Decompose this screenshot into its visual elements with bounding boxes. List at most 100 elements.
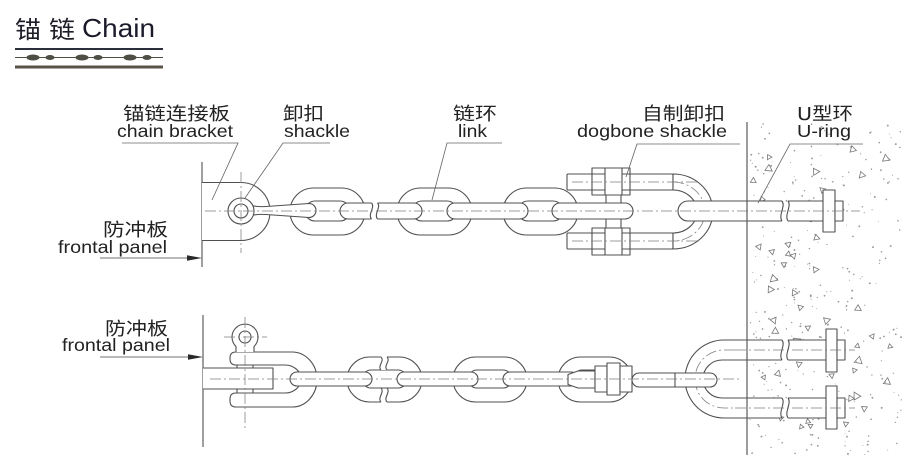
break-mark xyxy=(379,387,389,403)
bottom-diagram: 防冲板 frontal panel xyxy=(62,315,855,447)
concrete-aggregate-icon xyxy=(768,249,775,256)
concrete-speckle xyxy=(779,381,782,384)
concrete-speckle xyxy=(859,153,862,155)
concrete-speckle xyxy=(845,306,847,308)
concrete-speckle xyxy=(843,184,845,187)
nut-body xyxy=(591,227,631,256)
concrete-speckle xyxy=(842,175,844,178)
concrete-speckle xyxy=(760,126,763,128)
dogbone-upper-nut xyxy=(591,167,631,196)
concrete-speckle xyxy=(875,282,877,284)
concrete-speckle xyxy=(898,229,901,231)
chain-bead-icon xyxy=(142,55,152,60)
concrete-speckle xyxy=(806,263,809,265)
concrete-speckle xyxy=(803,190,806,192)
concrete-speckle xyxy=(846,435,848,438)
label-shackle-en: shackle xyxy=(284,121,350,141)
concrete-speckle xyxy=(870,193,871,195)
concrete-speckle xyxy=(881,377,884,380)
concrete-speckle xyxy=(900,409,902,411)
concrete-speckle xyxy=(759,337,762,339)
concrete-speckle xyxy=(801,195,804,197)
concrete-speckle xyxy=(755,256,757,258)
concrete-speckle xyxy=(844,445,846,447)
concrete-speckle xyxy=(849,279,850,281)
chain-link xyxy=(502,187,579,236)
concrete-aggregate-icon xyxy=(784,241,792,249)
concrete-speckle xyxy=(826,291,828,293)
u-ring-lower-leg xyxy=(788,397,826,419)
concrete-speckle xyxy=(749,418,751,420)
concrete-speckle xyxy=(771,161,773,163)
concrete-speckle xyxy=(880,406,883,409)
concrete-speckle xyxy=(753,364,755,366)
concrete-aggregate-icon xyxy=(767,285,776,294)
concrete-speckle xyxy=(887,449,889,451)
title-chain-ornament-icon xyxy=(26,54,152,61)
concrete-speckle xyxy=(794,452,796,455)
concrete-speckle xyxy=(883,178,885,180)
concrete-speckle xyxy=(761,371,764,374)
concrete-speckle xyxy=(795,288,797,290)
concrete-speckle xyxy=(758,320,761,323)
concrete-speckle xyxy=(872,246,874,249)
concrete-speckle xyxy=(861,276,863,278)
concrete-speckle xyxy=(750,153,753,156)
concrete-aggregate-icon xyxy=(858,170,867,179)
concrete-aggregate-icon xyxy=(822,317,832,326)
concrete-speckle xyxy=(777,288,779,290)
u-ring-rod-embedded xyxy=(788,200,823,222)
concrete-aggregate-icon xyxy=(804,325,812,332)
concrete-speckle xyxy=(883,335,885,338)
concrete-speckle xyxy=(750,159,752,161)
concrete-speckle xyxy=(793,296,795,299)
label-frontal-panel-en: frontal panel xyxy=(62,335,170,355)
concrete-speckle xyxy=(817,437,820,439)
concrete-aggregate-icon xyxy=(791,288,799,297)
concrete-speckle xyxy=(864,453,866,456)
nut-body xyxy=(591,167,631,196)
concrete-speckle xyxy=(805,449,808,451)
concrete-speckle xyxy=(863,212,865,214)
dogbone-lower-nut xyxy=(591,227,631,256)
concrete-speckle xyxy=(867,440,869,443)
concrete-speckle xyxy=(834,383,836,385)
concrete-speckle xyxy=(850,297,853,300)
concrete-speckle xyxy=(890,137,892,139)
concrete-speckle xyxy=(751,162,753,164)
fitting-taper xyxy=(567,370,596,389)
concrete-speckle xyxy=(848,430,850,432)
break-mark xyxy=(786,200,790,222)
concrete-speckle xyxy=(849,449,851,452)
concrete-speckle xyxy=(810,443,813,446)
concrete-speckle xyxy=(810,298,812,300)
concrete-speckle xyxy=(823,129,826,132)
concrete-aggregate-icon xyxy=(799,423,805,430)
concrete-speckle xyxy=(879,151,882,154)
concrete-speckle xyxy=(810,145,813,148)
concrete-speckle xyxy=(808,262,811,265)
concrete-speckle xyxy=(791,181,794,184)
concrete-speckle xyxy=(812,197,815,199)
concrete-speckle xyxy=(770,446,772,449)
concrete-speckle xyxy=(768,366,770,368)
concrete-speckle xyxy=(770,164,773,167)
concrete-speckle xyxy=(793,175,795,177)
concrete-speckle xyxy=(862,444,864,446)
concrete-speckle xyxy=(837,300,840,303)
u-ring-centerline xyxy=(694,349,735,409)
panel-lug-plate xyxy=(203,367,274,390)
concrete-speckle xyxy=(771,389,773,391)
concrete-speckle xyxy=(820,155,822,156)
concrete-speckle xyxy=(753,281,756,283)
concrete-speckle xyxy=(893,392,895,393)
concrete-speckle xyxy=(818,335,821,338)
concrete-speckle xyxy=(851,289,854,292)
concrete-speckle xyxy=(894,333,897,336)
concrete-aggregate-icon xyxy=(853,303,862,311)
concrete-aggregate-icon xyxy=(848,394,855,403)
concrete-speckle xyxy=(847,203,849,205)
concrete-speckle xyxy=(767,389,769,391)
concrete-aggregate-icon xyxy=(812,266,820,274)
